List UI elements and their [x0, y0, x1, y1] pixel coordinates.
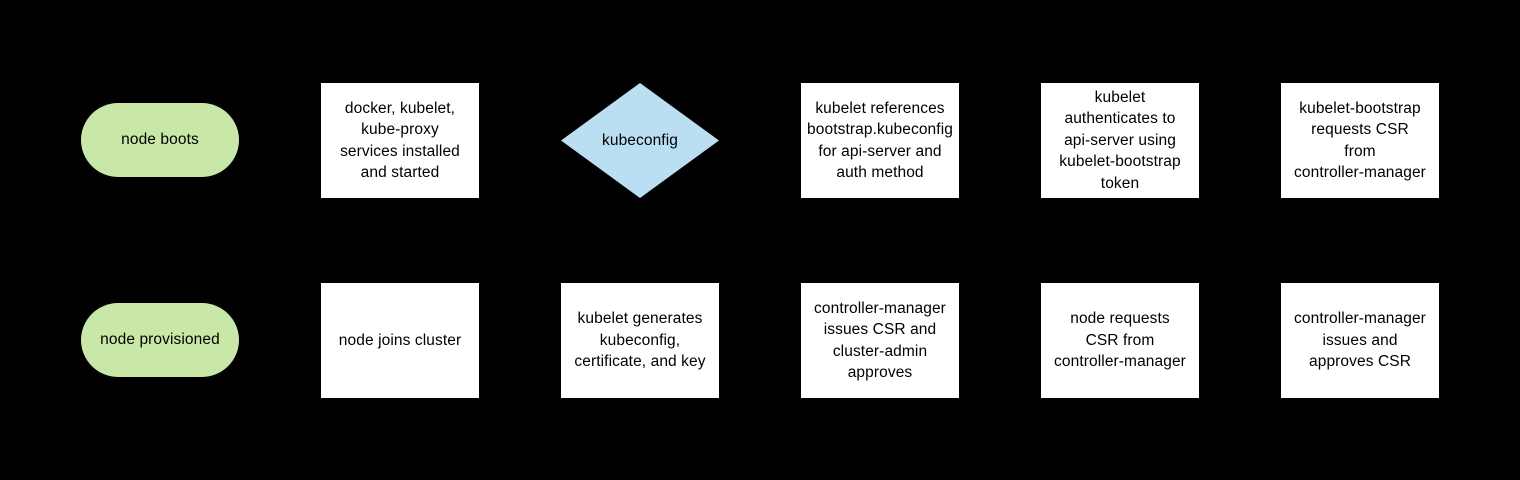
- flow-node-label: kubelet references bootstrap.kubeconfig …: [807, 99, 953, 182]
- flow-node-kubeconfig[interactable]: kubeconfig: [561, 83, 719, 198]
- flow-node-node-boots[interactable]: node boots: [81, 103, 239, 177]
- flow-node-label: controller-manager issues CSR and cluste…: [814, 299, 946, 382]
- flow-node-label: node joins cluster: [338, 331, 462, 349]
- flow-node-label: node provisioned: [100, 331, 220, 349]
- flow-node-controller-manager-issues-approves[interactable]: controller-manager issues and approves C…: [1281, 283, 1439, 398]
- flow-node-node-joins-cluster[interactable]: node joins cluster: [321, 283, 479, 398]
- flow-node-node-requests-csr[interactable]: node requests CSR from controller-manage…: [1041, 283, 1199, 398]
- flow-node-kubelet-bootstrap-requests-csr[interactable]: kubelet-bootstrap requests CSR from cont…: [1281, 83, 1439, 198]
- flow-node-label: controller-manager issues and approves C…: [1294, 310, 1426, 371]
- flow-node-kubelet-authenticates[interactable]: kubelet authenticates to api-server usin…: [1041, 83, 1199, 198]
- flow-node-services-installed[interactable]: docker, kubelet, kube-proxy services ins…: [321, 83, 479, 198]
- flow-node-label: kubeconfig: [602, 131, 678, 149]
- flow-node-kubelet-generates[interactable]: kubelet generates kubeconfig, certificat…: [561, 283, 719, 398]
- flow-node-controller-manager-issues-csr[interactable]: controller-manager issues CSR and cluste…: [801, 283, 959, 398]
- flow-node-node-provisioned[interactable]: node provisioned: [81, 303, 239, 377]
- flow-node-label: node boots: [121, 131, 199, 149]
- flow-node-label: docker, kubelet, kube-proxy services ins…: [340, 99, 460, 182]
- flow-node-label: kubelet generates kubeconfig, certificat…: [574, 310, 706, 371]
- flow-node-label: node requests CSR from controller-manage…: [1054, 310, 1186, 371]
- flow-node-label: kubelet-bootstrap requests CSR from cont…: [1294, 99, 1426, 182]
- flow-node-label: kubelet authenticates to api-server usin…: [1059, 88, 1181, 192]
- flow-node-kubelet-references-bootstrap[interactable]: kubelet references bootstrap.kubeconfig …: [801, 83, 959, 198]
